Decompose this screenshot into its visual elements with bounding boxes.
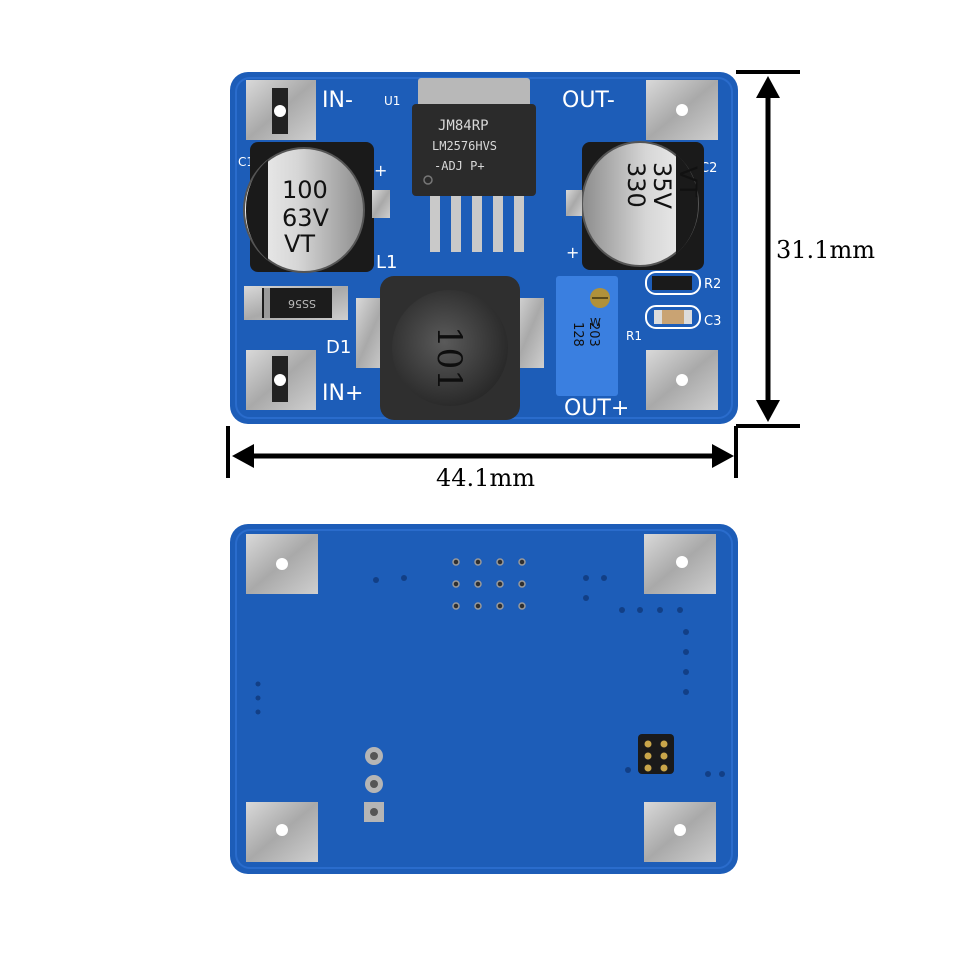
label-in-plus: IN+ xyxy=(322,381,363,406)
trimmer-label-2: 128 xyxy=(570,322,585,347)
dimension-height: 31.1mm xyxy=(734,70,875,478)
pcb-front: IN- IN+ OUT- OUT+ U1 L1 D1 C1 C2 C3 R1 R… xyxy=(230,72,738,424)
dimension-width: 44.1mm xyxy=(226,426,734,492)
back-pad-bottom-right xyxy=(644,802,716,862)
label-in-minus: IN- xyxy=(322,88,353,113)
diode-d1: SS56 xyxy=(244,286,348,320)
diode-label: SS56 xyxy=(288,297,316,310)
dimension-height-label: 31.1mm xyxy=(776,236,875,264)
cap-c2-value: 330 xyxy=(622,162,650,208)
back-pad-top-right xyxy=(644,534,716,594)
via-grid xyxy=(452,558,526,610)
dimension-arrow-icon xyxy=(756,400,780,422)
dimension-arrow-icon xyxy=(712,444,734,468)
dimension-arrow-icon xyxy=(756,76,780,98)
cap-c2-voltage: 35V xyxy=(648,162,676,210)
cap-c1-series: VT xyxy=(284,230,315,258)
back-pad-bottom-left xyxy=(246,802,318,862)
pad-out-minus xyxy=(646,80,718,140)
back-pad-top-left xyxy=(246,534,318,594)
label-c2: C2 xyxy=(700,161,717,176)
inductor-label: 101 xyxy=(429,326,469,391)
trimmer-r1: 203 128 W xyxy=(556,276,618,396)
pad-in-plus xyxy=(246,350,316,410)
chip-text-line2: LM2576HVS xyxy=(432,139,497,153)
trimmer-label-3: W xyxy=(590,316,601,329)
trimmer-label-1: 203 xyxy=(586,322,601,347)
pcb-back xyxy=(230,524,738,874)
regulator-chip: JM84RP LM2576HVS -ADJ P+ xyxy=(412,78,536,252)
chip-text-line1: JM84RP xyxy=(438,118,489,134)
label-plus-left: + xyxy=(374,161,387,180)
label-out-minus: OUT- xyxy=(562,88,615,113)
cap-c1-value: 100 xyxy=(282,176,328,204)
label-plus-right: + xyxy=(566,243,579,262)
capacitor-c3 xyxy=(645,305,701,329)
label-r1: R1 xyxy=(626,329,642,343)
header-footprint xyxy=(638,734,674,774)
dimension-arrow-icon xyxy=(232,444,254,468)
dimension-width-label: 44.1mm xyxy=(436,464,535,492)
label-out-plus: OUT+ xyxy=(564,396,629,421)
label-c3: C3 xyxy=(704,314,721,329)
label-r2: R2 xyxy=(704,277,721,292)
inductor-l1: 101 xyxy=(356,276,544,420)
cap-c1-voltage: 63V xyxy=(282,204,330,232)
label-u1: U1 xyxy=(384,94,400,108)
small-vias xyxy=(255,575,725,777)
capacitor-c1: 100 63V VT xyxy=(243,142,390,273)
through-hole-pads xyxy=(364,747,384,822)
chip-text-line3: -ADJ P+ xyxy=(434,159,485,173)
pad-in-minus xyxy=(246,80,316,140)
resistor-r2 xyxy=(645,271,701,295)
capacitor-c2: 330 35V VT xyxy=(566,141,704,270)
cap-c2-series: VT xyxy=(674,166,702,197)
pad-out-plus xyxy=(646,350,718,410)
label-d1: D1 xyxy=(326,337,351,358)
label-l1: L1 xyxy=(376,252,397,273)
